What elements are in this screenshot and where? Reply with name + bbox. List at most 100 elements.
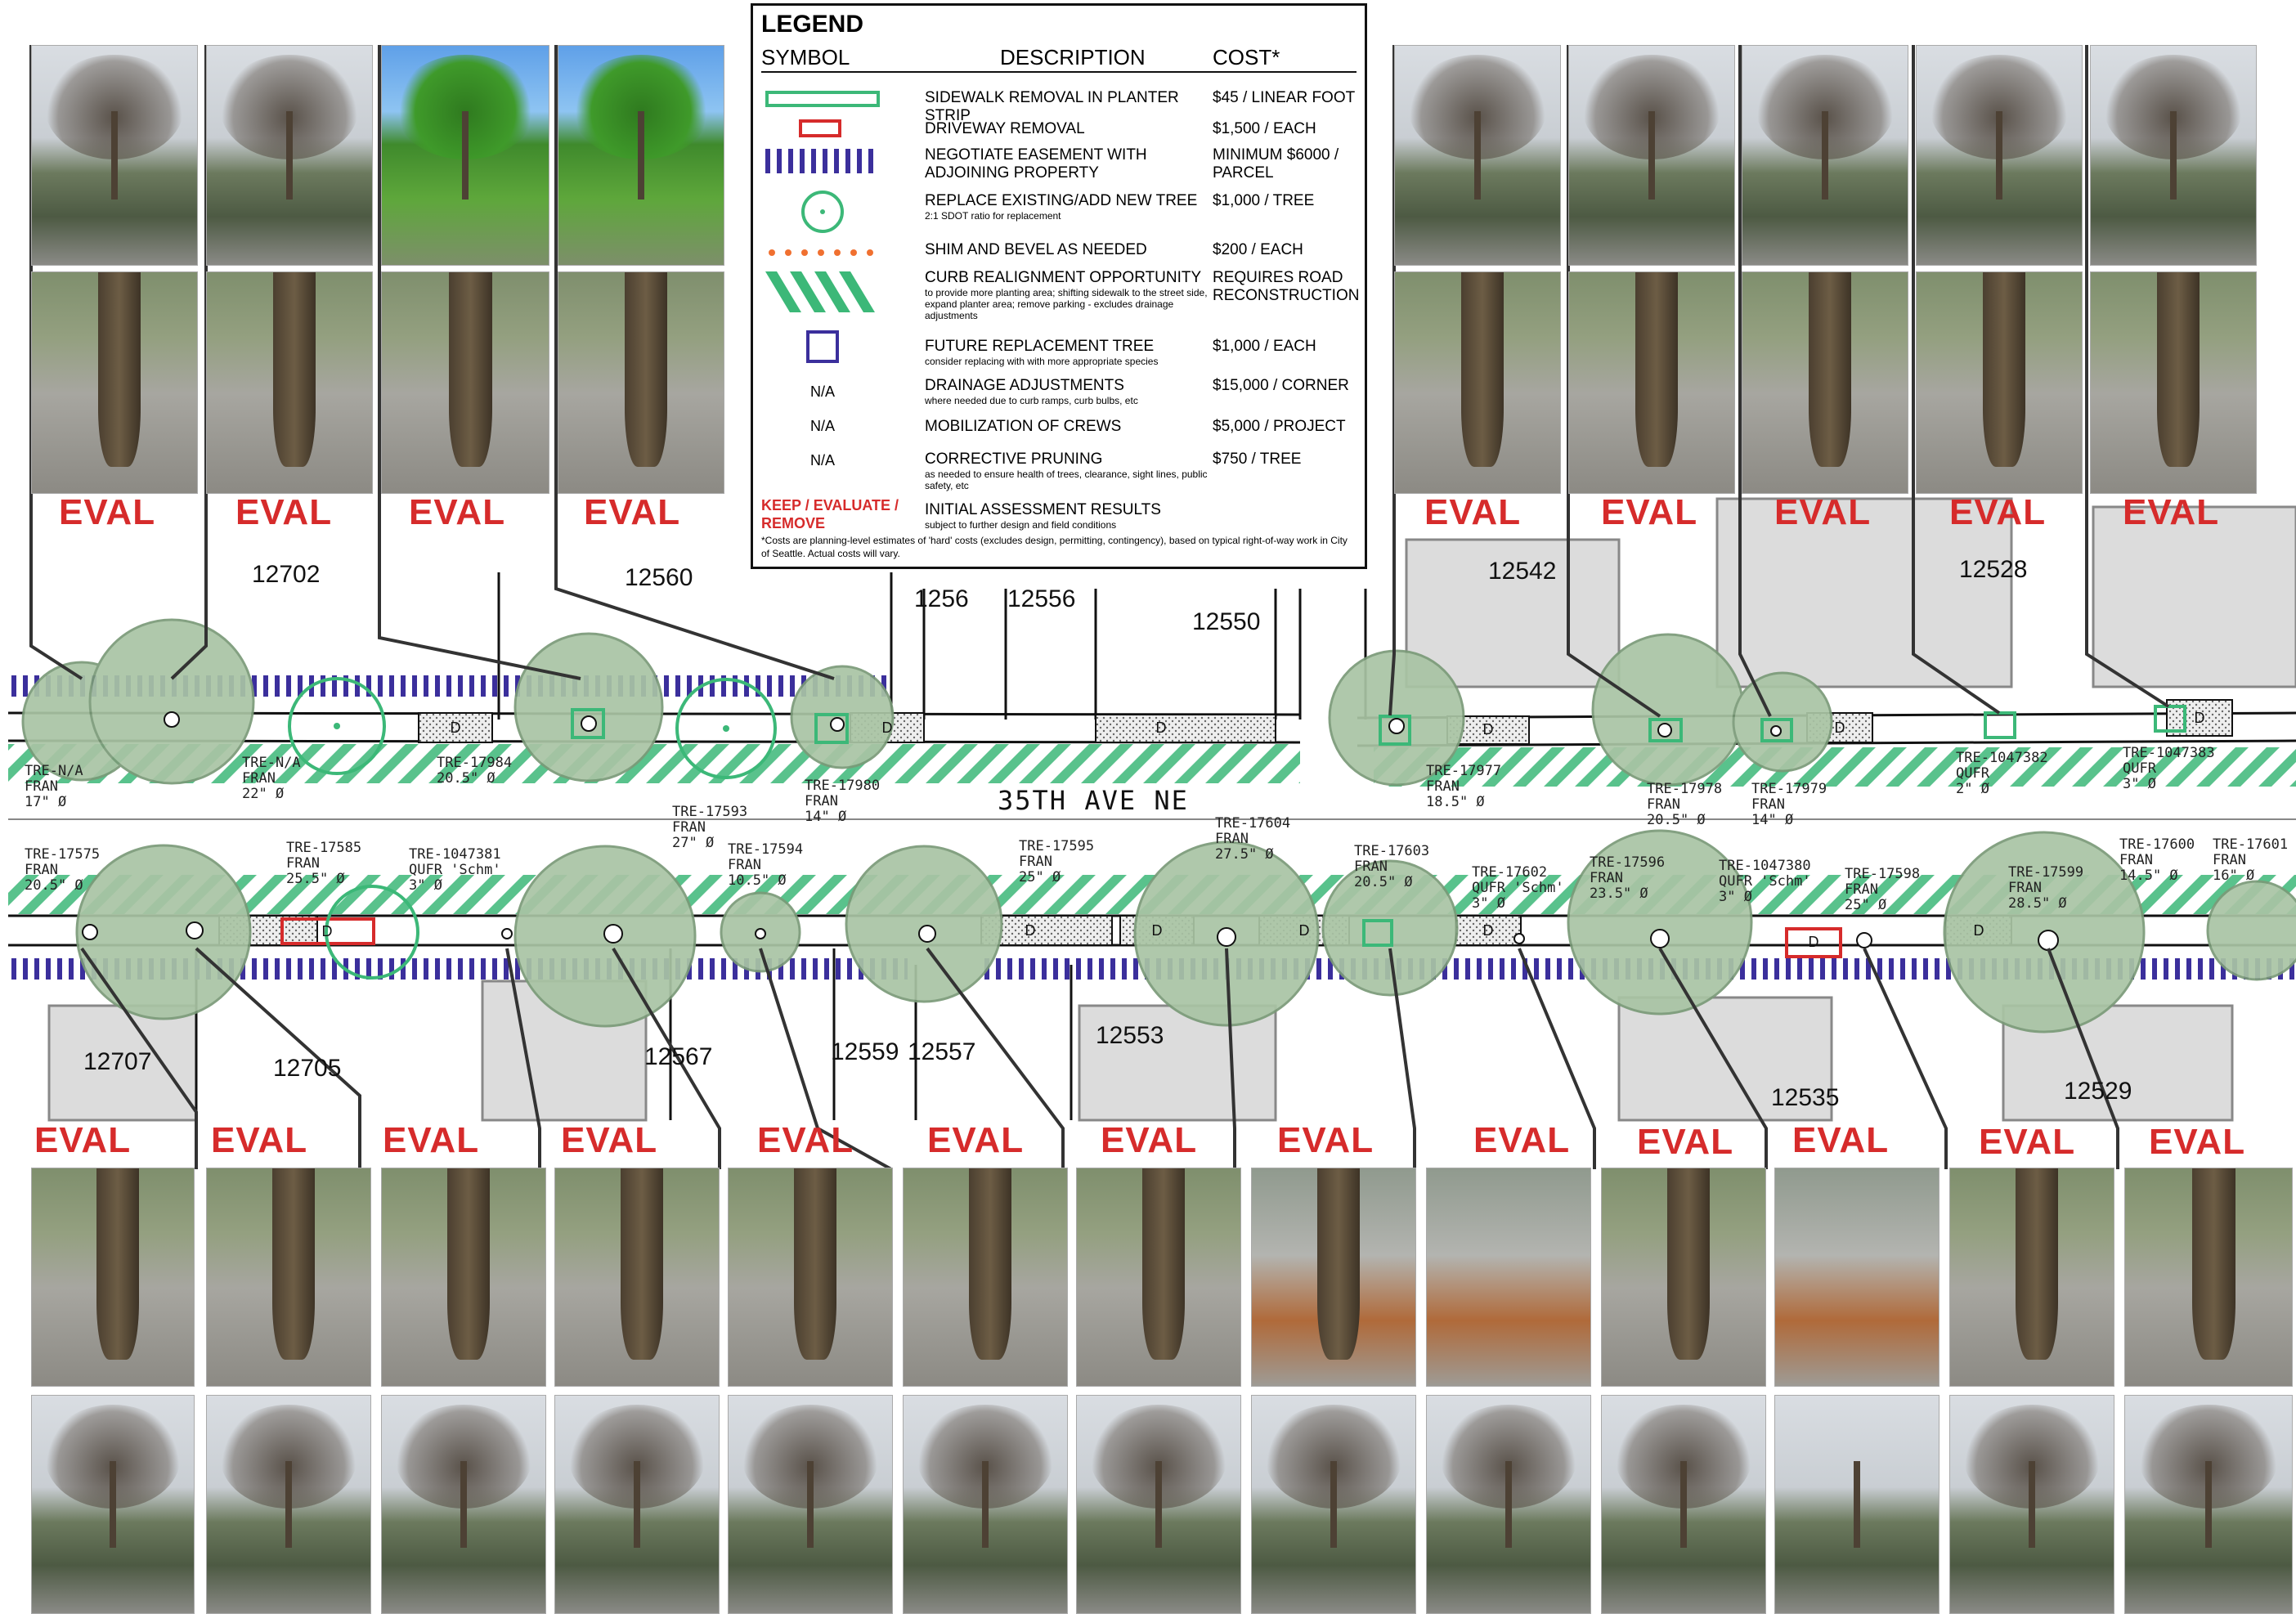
photo-canopy[interactable] [31,45,198,266]
legend-col-description: DESCRIPTION [1000,45,1146,69]
photo-canopy[interactable] [381,1395,546,1614]
photo-trunk[interactable] [206,1168,371,1387]
photo-canopy[interactable] [728,1395,893,1614]
photo-trunk[interactable] [1394,271,1561,494]
photo-trunk[interactable] [1742,271,1908,494]
driveway-label: D [1483,721,1494,738]
lot-number: 12560 [625,564,693,591]
photo-trunk[interactable] [206,271,373,494]
curb-realignment-symbol [761,266,884,318]
eval-label: EVAL [1792,1120,1890,1160]
eval-label: EVAL [59,492,156,532]
photo-canopy[interactable] [1916,45,2083,266]
photo-canopy[interactable] [206,45,373,266]
lot-number: 12557 [908,1038,976,1065]
driveway-removal-symbol [761,112,884,145]
lot-number: 12559 [831,1038,899,1065]
photo-canopy[interactable] [1426,1395,1591,1614]
photo-canopy[interactable] [2090,45,2257,266]
photo-canopy[interactable] [1076,1395,1241,1614]
lot-number: 12707 [83,1048,152,1075]
eval-label: EVAL [1473,1120,1571,1160]
photo-trunk[interactable] [381,1168,546,1387]
future-replacement-symbols [571,705,2186,947]
photo-canopy[interactable] [1774,1395,1939,1614]
driveway-label: D [2195,710,2205,726]
eval-label: EVAL [409,492,506,532]
legend-panel: LEGEND SYMBOL DESCRIPTION COST* SIDEWALK… [751,3,1367,569]
photo-trunk[interactable] [1916,271,2083,494]
photo-canopy[interactable] [1394,45,1561,266]
photo-trunk[interactable] [1251,1168,1416,1387]
photo-canopy[interactable] [1742,45,1908,266]
photo-trunk[interactable] [1426,1168,1591,1387]
photo-trunk[interactable] [728,1168,893,1387]
future-replacement-symbol [761,328,884,365]
photo-trunk[interactable] [1774,1168,1939,1387]
photo-canopy[interactable] [903,1395,1068,1614]
lot-number: 12550 [1192,608,1261,635]
lot-number: 12556 [1007,585,1076,612]
photo-canopy[interactable] [1949,1395,2114,1614]
eval-label: EVAL [2123,492,2220,532]
eval-label: EVAL [34,1120,132,1160]
driveway-label: D [1152,922,1163,939]
photo-canopy[interactable] [558,45,724,266]
eval-label: EVAL [2149,1122,2246,1162]
driveway-label: D [882,720,893,736]
photo-trunk[interactable] [381,271,549,494]
eval-label: EVAL [1101,1120,1198,1160]
photo-trunk[interactable] [31,271,198,494]
eval-label: EVAL [383,1120,480,1160]
photo-trunk[interactable] [903,1168,1068,1387]
lot-number: 12542 [1488,558,1557,585]
eval-label: EVAL [211,1120,308,1160]
photo-canopy[interactable] [554,1395,720,1614]
legend-col-symbol: SYMBOL [761,45,850,69]
photo-trunk[interactable] [554,1168,720,1387]
photo-canopy[interactable] [1568,45,1735,266]
lot-number: 12529 [2064,1078,2132,1105]
photo-canopy[interactable] [1251,1395,1416,1614]
photo-canopy[interactable] [381,45,549,266]
eval-label: EVAL [1949,492,2047,532]
photo-trunk[interactable] [1568,271,1735,494]
photo-trunk[interactable] [1949,1168,2114,1387]
legend-col-cost: COST* [1213,45,1280,69]
photo-canopy[interactable] [1601,1395,1766,1614]
legend-title: LEGEND [761,11,864,38]
photo-canopy[interactable] [206,1395,371,1614]
eval-label: EVAL [1277,1120,1374,1160]
photo-canopy[interactable] [31,1395,195,1614]
eval-label: EVAL [1774,492,1872,532]
lot-number: 1256 [914,585,969,612]
eval-label: EVAL [757,1120,854,1160]
driveway-label: D [1835,720,1845,736]
photo-trunk[interactable] [2090,271,2257,494]
photo-canopy[interactable] [2124,1395,2293,1614]
photo-trunk[interactable] [1601,1168,1766,1387]
curb-realignment-north-2 [1374,747,2296,787]
driveway-label: D [1483,922,1494,939]
photo-trunk[interactable] [558,271,724,494]
photo-trunk[interactable] [31,1168,195,1387]
photo-trunk[interactable] [1076,1168,1241,1387]
photo-trunk[interactable] [2124,1168,2293,1387]
